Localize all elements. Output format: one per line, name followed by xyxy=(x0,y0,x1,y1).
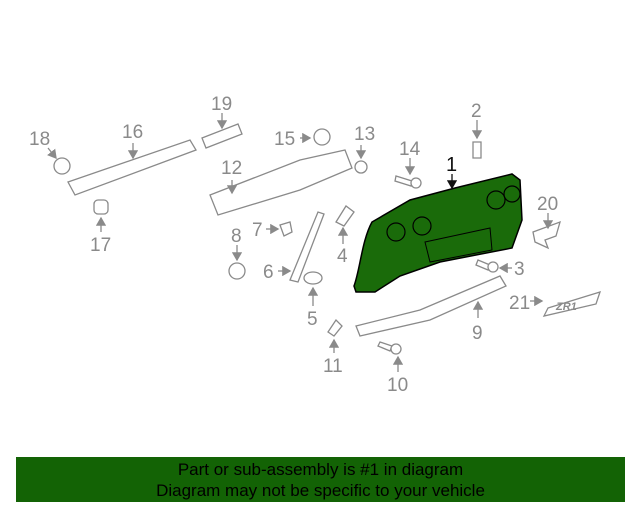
part-10-bolt[interactable] xyxy=(377,341,404,372)
part-9-reinforcement[interactable] xyxy=(355,275,507,337)
part-3-bolt[interactable] xyxy=(475,259,512,274)
part-1-bumper-cover[interactable] xyxy=(353,173,523,293)
part-20-bracket[interactable] xyxy=(532,213,561,250)
part-12-energy-absorber[interactable] xyxy=(209,149,353,216)
label-17: 17 xyxy=(90,235,111,256)
label-16: 16 xyxy=(122,122,143,143)
part-7-retainer[interactable] xyxy=(266,221,293,237)
label-15: 15 xyxy=(274,129,295,150)
part-16-molding[interactable] xyxy=(67,139,197,196)
label-4: 4 xyxy=(337,246,348,267)
label-9: 9 xyxy=(472,323,483,344)
banner-line-2: Diagram may not be specific to your vehi… xyxy=(156,481,485,500)
label-10: 10 xyxy=(387,375,408,396)
label-6: 6 xyxy=(263,262,274,283)
part-19-bracket[interactable] xyxy=(201,113,243,149)
label-8: 8 xyxy=(231,226,242,247)
label-11: 11 xyxy=(323,356,343,377)
part-2-bolt[interactable] xyxy=(471,120,483,159)
part-6-seal[interactable] xyxy=(278,211,325,283)
label-2: 2 xyxy=(471,101,482,122)
part-5-grommet[interactable] xyxy=(303,271,323,306)
part-15-nut[interactable] xyxy=(300,128,331,146)
label-21: 21 xyxy=(509,293,530,314)
label-3: 3 xyxy=(514,259,525,280)
label-20: 20 xyxy=(537,194,558,215)
label-13: 13 xyxy=(354,124,375,145)
label-5: 5 xyxy=(307,309,318,330)
part-21-emblem[interactable]: ZR1 xyxy=(530,291,602,317)
label-7: 7 xyxy=(252,220,263,241)
banner-line-1: Part or sub-assembly is #1 in diagram xyxy=(177,460,464,479)
label-18: 18 xyxy=(29,129,50,150)
part-17-clip[interactable] xyxy=(93,199,109,232)
label-19: 19 xyxy=(211,94,232,115)
part-8-nut[interactable] xyxy=(228,245,246,280)
part-4-bracket[interactable] xyxy=(335,205,355,244)
badge-text: ZR1 xyxy=(555,301,577,313)
part-13-washer[interactable] xyxy=(354,145,368,174)
part-11-bracket[interactable] xyxy=(327,318,343,353)
part-14-bolt[interactable] xyxy=(394,158,422,189)
label-14: 14 xyxy=(399,139,421,160)
part-18-clip[interactable] xyxy=(47,147,71,175)
label-12: 12 xyxy=(221,158,242,179)
label-1: 1 xyxy=(446,154,457,176)
notice-banner: Part or sub-assembly is #1 in diagram Di… xyxy=(16,457,625,502)
parts-diagram: ZR1 1 2 3 4 5 6 7 8 9 10 11 12 13 14 15 … xyxy=(29,94,602,396)
